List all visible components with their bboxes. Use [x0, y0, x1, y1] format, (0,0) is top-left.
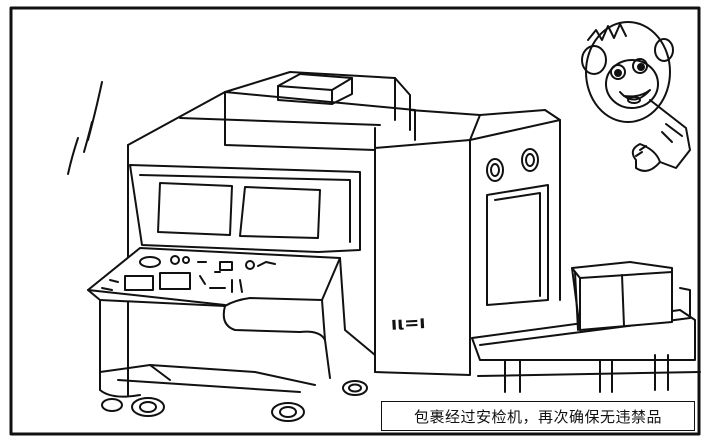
cardboard-box-icon	[571, 261, 673, 331]
caption-box: 包裹经过安检机，再次确保无违禁品	[381, 401, 695, 431]
control-console-icon	[87, 164, 376, 422]
caption-text: 包裹经过安检机，再次确保无违禁品	[413, 407, 662, 426]
monkey-mascot-icon	[581, 21, 691, 172]
motion-lines	[67, 81, 103, 175]
machine-label: ıι=ı	[390, 312, 426, 335]
